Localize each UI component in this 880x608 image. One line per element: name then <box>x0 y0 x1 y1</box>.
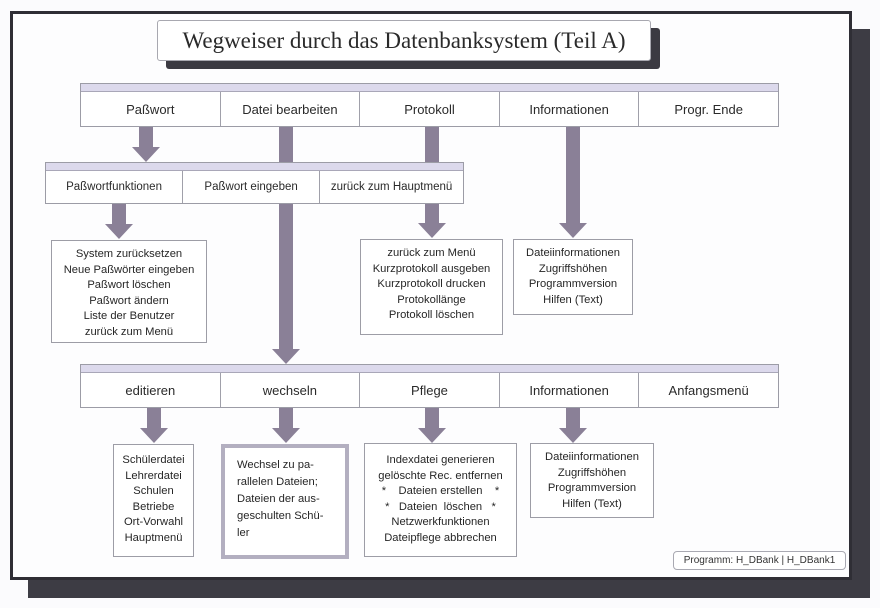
arrow-file-info-to-list <box>559 408 587 443</box>
main-menu-information[interactable]: Informationen <box>498 92 639 126</box>
file-menu-start-menu[interactable]: Anfangsmenü <box>638 373 778 407</box>
program-footer: Programm: H_DBank | H_DBank1 <box>673 551 846 570</box>
list-item: Dateiinformationen <box>545 451 639 463</box>
arrow-maintenance-to-list <box>418 408 446 443</box>
list-item: Ort-Vorwahl <box>123 516 184 528</box>
list-item: Hauptmenü <box>124 531 183 544</box>
description-line: Dateien der aus- <box>237 493 320 505</box>
password-menu-enter[interactable]: Paßwort eingeben <box>182 171 319 203</box>
password-menu-back[interactable]: zurück zum Hauptmenü <box>319 171 463 203</box>
list-item: System zurücksetzen <box>75 248 183 260</box>
file-menu-edit[interactable]: editieren <box>125 382 176 398</box>
list-item: Zugriffshöhen <box>557 466 627 479</box>
list-item: gelöschte Rec. entfernen <box>378 469 503 482</box>
list-item: Schülerdatei <box>122 454 185 466</box>
file-menu-bar: editieren wechseln Pflege Informationen … <box>80 364 779 408</box>
list-item: Paßwort ändern <box>89 294 169 307</box>
list-item: * Dateien löschen * <box>385 500 496 513</box>
frame-shadow-right <box>852 29 870 598</box>
description-line: ler <box>237 527 250 539</box>
password-functions-list: System zurücksetzen Neue Paßwörter einge… <box>51 240 207 343</box>
main-menu-edit-file[interactable]: Datei bearbeiten <box>219 92 360 126</box>
menu-bar-strip <box>81 84 778 92</box>
switch-description: Wechsel zu pa- rallelen Dateien; Dateien… <box>221 444 349 559</box>
list-item: zurück zum Menü <box>84 325 174 338</box>
description-line: rallelen Dateien; <box>237 476 318 488</box>
list-item: Dateipflege abbrechen <box>384 531 497 544</box>
list-item: Schulen <box>133 485 174 497</box>
list-item: Zugriffshöhen <box>538 262 608 275</box>
file-menu-switch[interactable]: wechseln <box>219 373 360 407</box>
list-item: Hilfen (Text) <box>562 497 622 510</box>
main-menu-password[interactable]: Paßwort <box>126 101 175 117</box>
list-item: * Dateien erstellen * <box>381 485 500 497</box>
menu-bar-strip <box>81 365 778 373</box>
arrow-password-to-submenu <box>132 127 160 162</box>
arrow-edit-to-list <box>140 408 168 443</box>
list-item: Lehrerdatei <box>125 469 182 482</box>
list-item: Protokollänge <box>397 293 466 306</box>
list-item: Betriebe <box>132 500 175 513</box>
file-info-functions-list: Dateiinformationen Zugriffshöhen Program… <box>530 443 654 518</box>
list-item: Paßwort löschen <box>87 279 171 291</box>
protocol-functions-list: zurück zum Menü Kurzprotokoll ausgeben K… <box>360 239 503 335</box>
main-menu-bar: Paßwort Datei bearbeiten Protokoll Infor… <box>80 83 779 127</box>
list-item: Indexdatei generieren <box>386 454 495 466</box>
main-menu-exit[interactable]: Progr. Ende <box>638 92 778 126</box>
password-menu-functions[interactable]: Paßwortfunktionen <box>66 181 162 193</box>
main-menu-protocol[interactable]: Protokoll <box>359 92 499 126</box>
password-menu-bar: Paßwortfunktionen Paßwort eingeben zurüc… <box>45 162 464 204</box>
arrow-protocol-connector <box>425 127 439 162</box>
file-menu-maintenance[interactable]: Pflege <box>359 373 499 407</box>
frame-shadow-bottom <box>28 580 870 598</box>
maintenance-functions-list: Indexdatei generieren gelöschte Rec. ent… <box>364 443 517 557</box>
arrow-functions-to-list <box>105 204 133 239</box>
edit-functions-list: Schülerdatei Lehrerdatei Schulen Betrieb… <box>113 444 194 557</box>
list-item: Dateiinformationen <box>526 247 620 259</box>
list-item: zurück zum Menü <box>387 247 476 259</box>
arrow-back-to-protocol <box>418 204 446 238</box>
list-item: Hilfen (Text) <box>543 293 603 306</box>
list-item: Programmversion <box>547 482 637 494</box>
list-item: Protokoll löschen <box>388 309 475 321</box>
arrow-information-to-info <box>559 127 587 238</box>
list-item: Kurzprotokoll ausgeben <box>372 262 491 275</box>
list-item: Liste der Benutzer <box>83 310 175 322</box>
list-item: Programmversion <box>528 278 618 290</box>
file-menu-information[interactable]: Informationen <box>498 373 639 407</box>
description-line: geschulten Schü- <box>237 510 324 522</box>
menu-bar-strip <box>46 163 463 171</box>
page-title: Wegweiser durch das Datenbanksystem (Tei… <box>157 20 651 61</box>
arrow-switch-to-box <box>272 408 300 443</box>
list-item: Kurzprotokoll drucken <box>377 278 486 290</box>
description-line: Wechsel zu pa- <box>237 459 314 471</box>
list-item: Neue Paßwörter eingeben <box>63 263 195 276</box>
info-functions-list: Dateiinformationen Zugriffshöhen Program… <box>513 239 633 315</box>
list-item: Netzwerkfunktionen <box>391 516 490 528</box>
